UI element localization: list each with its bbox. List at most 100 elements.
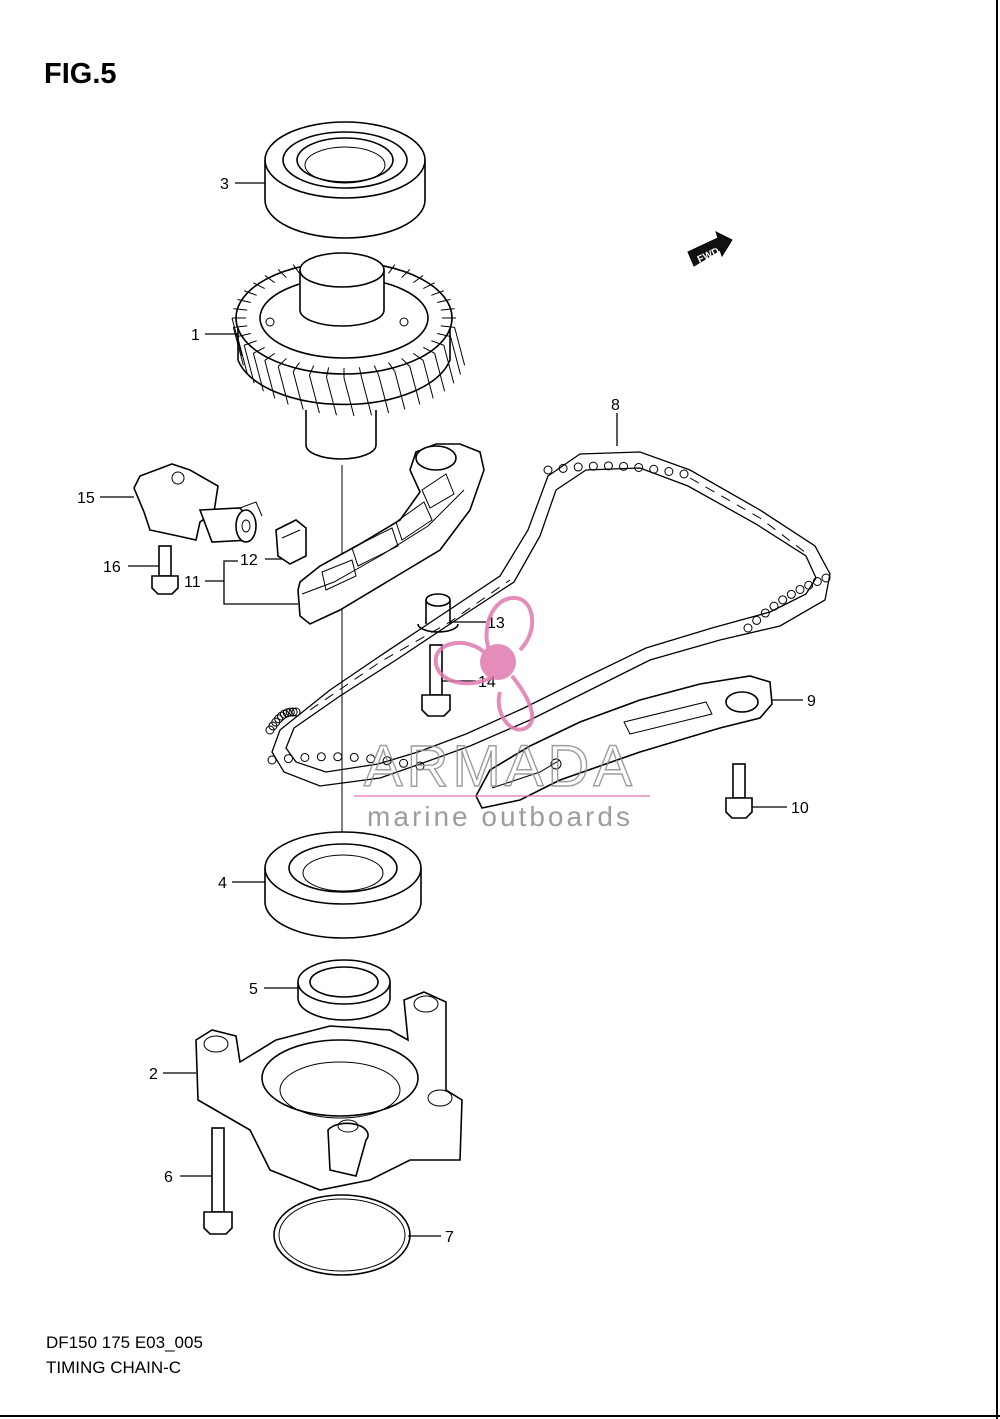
gear-tooth-flank xyxy=(264,360,276,399)
chain-link xyxy=(271,717,281,727)
gear-tooth-flank xyxy=(422,360,434,399)
part-7-o-ring xyxy=(273,1194,411,1276)
gear-tooth-flank xyxy=(434,353,446,392)
gear-tooth xyxy=(431,340,444,346)
chain-link xyxy=(778,595,788,605)
chain-link xyxy=(288,707,298,717)
gear-tooth-flank xyxy=(236,336,248,375)
callout-2: 2 xyxy=(149,1066,158,1083)
chain-link xyxy=(786,589,796,599)
part-15-tensioner xyxy=(133,463,263,543)
chain-link xyxy=(752,615,762,625)
chain-link xyxy=(366,754,376,764)
gear-tooth-flank xyxy=(409,366,421,405)
section-name: TIMING CHAIN-C xyxy=(46,1358,182,1377)
gear-tooth xyxy=(437,298,451,304)
chain-link xyxy=(760,608,770,618)
callout-1: 1 xyxy=(191,327,200,344)
gear-tooth xyxy=(244,290,257,296)
chain-link xyxy=(603,461,613,471)
callout-6: 6 xyxy=(164,1169,173,1186)
callout-11: 11 xyxy=(184,574,201,591)
gear-tooth-flank xyxy=(277,366,289,405)
gear-tooth xyxy=(233,325,248,328)
gear-tooth xyxy=(373,365,380,376)
chain-link xyxy=(804,580,814,590)
part-12-clip xyxy=(275,519,307,565)
chain-link xyxy=(649,464,659,474)
part-9-chain-guide xyxy=(475,675,773,809)
gear-tooth xyxy=(413,352,424,361)
callout-5: 5 xyxy=(249,981,258,998)
gear-tooth-flank xyxy=(292,371,304,410)
callout-10: 10 xyxy=(791,800,809,817)
callout-8: 8 xyxy=(611,397,620,414)
chain-link xyxy=(316,752,326,762)
gear-tooth xyxy=(308,365,315,376)
gear-tooth xyxy=(325,367,330,378)
part-4-bearing xyxy=(264,831,422,939)
chain-link xyxy=(267,755,277,765)
part-11-chain-guide xyxy=(297,443,485,625)
gear-tooth xyxy=(440,325,455,328)
gear-tooth xyxy=(237,298,251,304)
part-10-bolt xyxy=(725,763,753,819)
chain-link xyxy=(558,463,568,473)
gear-tooth xyxy=(358,367,363,378)
chain-link xyxy=(795,584,805,594)
propeller-logo xyxy=(433,595,535,732)
callout-12: 12 xyxy=(240,552,258,569)
part-2-housing xyxy=(195,991,463,1191)
watermark-brand: ARMADA xyxy=(364,734,636,799)
gear-tooth xyxy=(431,290,444,296)
part-8-timing-chain xyxy=(265,451,831,787)
gear-tooth xyxy=(401,269,411,278)
callout-7: 7 xyxy=(445,1229,454,1246)
part-3-bearing xyxy=(264,121,426,239)
chain-link xyxy=(664,467,674,477)
gear-tooth-flank xyxy=(361,377,373,416)
gear-tooth xyxy=(388,264,396,274)
chain-link xyxy=(300,752,310,762)
gear-tooth xyxy=(253,346,265,354)
chain-link xyxy=(543,465,553,475)
chain-link xyxy=(679,469,689,479)
gear-tooth-flank xyxy=(450,336,462,375)
chain-link xyxy=(274,714,284,724)
gear-tooth xyxy=(401,358,411,367)
part-5-oil-seal xyxy=(297,959,391,1021)
gear-tooth-flank xyxy=(243,345,255,384)
callout-3: 3 xyxy=(220,176,229,193)
chain-link xyxy=(415,761,425,771)
gear-tooth xyxy=(440,308,455,311)
gear-tooth xyxy=(423,346,435,354)
gear-tooth-flank xyxy=(443,345,455,384)
chain-link xyxy=(821,573,831,583)
gear-tooth xyxy=(253,282,265,290)
callout-numbers: 1 2 3 4 5 6 7 8 9 10 11 12 13 14 15 16 xyxy=(77,176,816,1246)
part-13-collar xyxy=(417,593,459,633)
watermark: ARMADA marine outboards xyxy=(354,595,650,832)
gear-tooth xyxy=(237,332,251,338)
callout-13: 13 xyxy=(487,615,505,632)
chain-link xyxy=(291,707,301,717)
gear-tooth-flank xyxy=(343,377,355,417)
gear-tooth xyxy=(292,264,300,274)
callout-9: 9 xyxy=(807,693,816,710)
gear-tooth-flank xyxy=(378,374,390,414)
callout-4: 4 xyxy=(218,875,227,892)
watermark-tagline: marine outboards xyxy=(367,801,633,832)
figure-title: FIG.5 xyxy=(44,58,117,90)
chain-link xyxy=(588,461,598,471)
gear-tooth xyxy=(413,275,424,284)
gear-tooth xyxy=(264,275,275,284)
gear-tooth-flank xyxy=(231,317,243,357)
gear-tooth-flank xyxy=(325,377,337,416)
gear-tooth xyxy=(244,340,257,346)
part-6-bolt xyxy=(203,1127,233,1235)
chain-link xyxy=(349,752,359,762)
gear-tooth xyxy=(423,282,435,290)
gear-tooth-flank xyxy=(454,327,466,366)
callout-16: 16 xyxy=(103,559,121,576)
